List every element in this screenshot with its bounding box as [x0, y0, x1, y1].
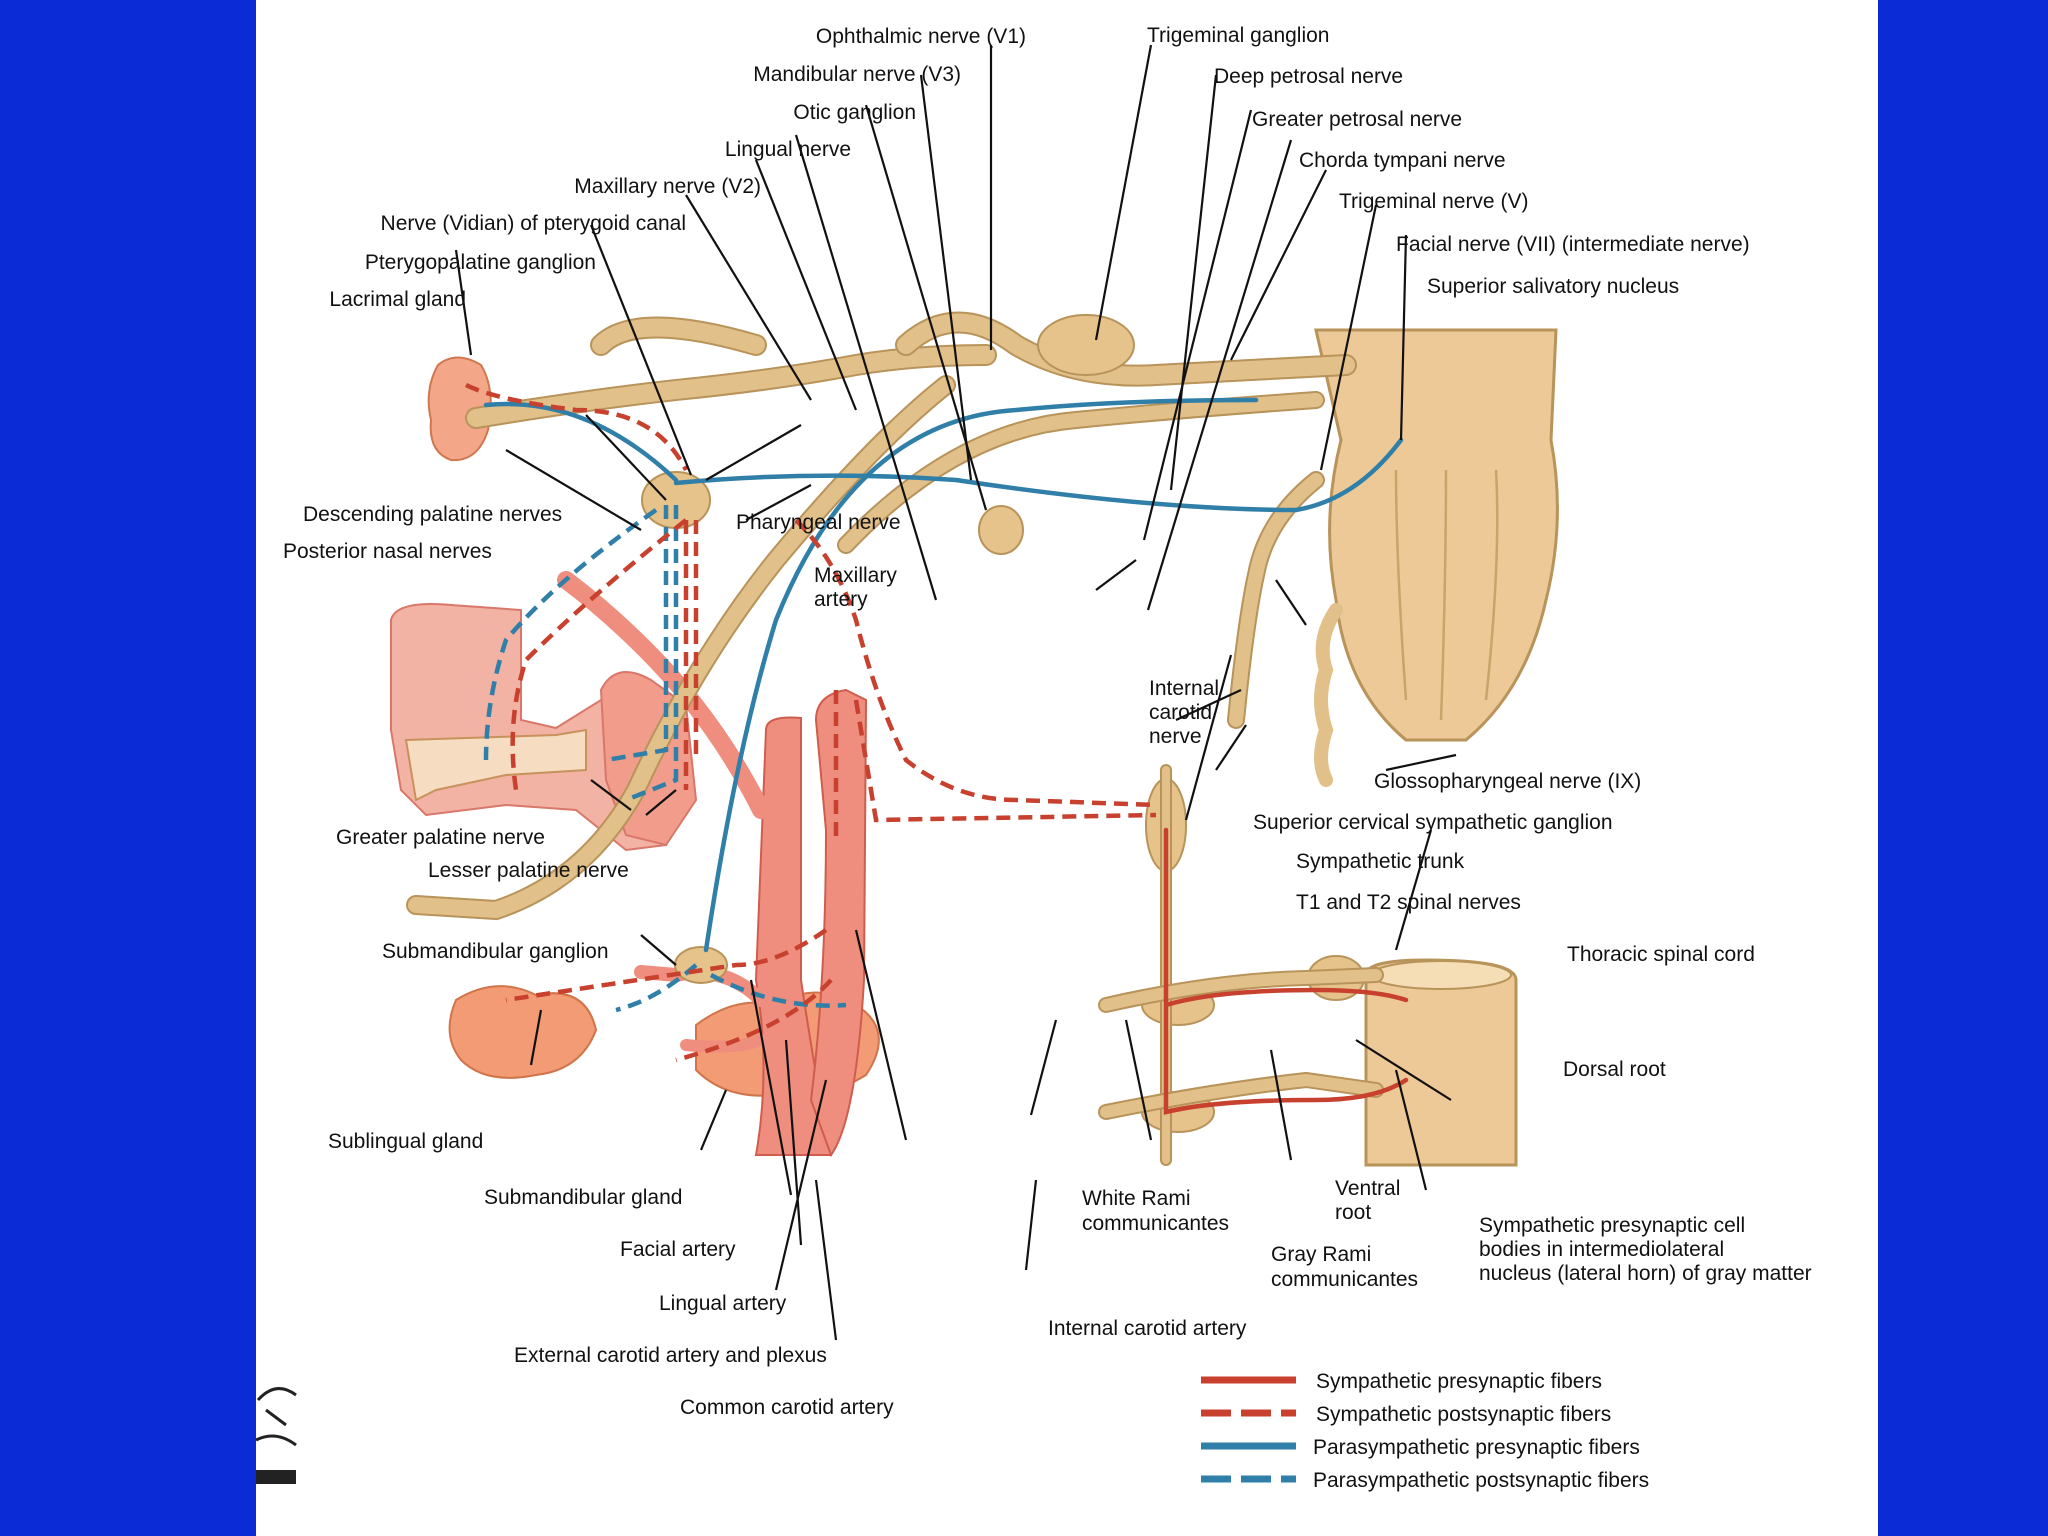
symp-post-fiber-nasal — [510, 518, 688, 791]
label-white-rami-1: White Rami — [1082, 1187, 1191, 1210]
label-superior-cervical-ganglion: Superior cervical sympathetic ganglion — [1253, 811, 1613, 834]
label-posterior-nasal-nerves: Posterior nasal nerves — [283, 540, 492, 563]
sublingual-gland-shape — [448, 985, 598, 1079]
lacrimal-gland-shape — [427, 356, 492, 462]
label-thoracic-spinal-cord: Thoracic spinal cord — [1567, 943, 1755, 966]
thoracic-cord-shape — [1364, 958, 1518, 1167]
label-sublingual-gland: Sublingual gland — [328, 1130, 483, 1153]
anatomy-illustration — [390, 311, 1559, 1167]
label-dorsal-root: Dorsal root — [1563, 1058, 1666, 1081]
label-maxillary-artery-1: Maxillary — [814, 564, 897, 587]
label-t1-t2-spinal-nerves: T1 and T2 spinal nerves — [1296, 891, 1521, 914]
label-presynaptic-cell-bodies-2: bodies in intermediolateral — [1479, 1238, 1724, 1261]
label-common-carotid-artery: Common carotid artery — [680, 1396, 894, 1419]
label-trigeminal-nerve: Trigeminal nerve (V) — [1339, 190, 1528, 213]
label-maxillary-artery-2: artery — [814, 588, 868, 611]
label-glossopharyngeal-nerve: Glossopharyngeal nerve (IX) — [1374, 770, 1641, 793]
label-presynaptic-cell-bodies-1: Sympathetic presynaptic cell — [1479, 1214, 1745, 1237]
lingual-artery-shape — [680, 1034, 767, 1053]
label-internal-carotid-nerve-3: nerve — [1149, 725, 1202, 748]
legend-label: Sympathetic postsynaptic fibers — [1316, 1403, 1611, 1426]
legend-label: Parasympathetic postsynaptic fibers — [1313, 1469, 1649, 1492]
label-internal-carotid-artery: Internal carotid artery — [1048, 1317, 1247, 1340]
nasal-palate-region — [390, 603, 667, 852]
label-greater-palatine-nerve: Greater palatine nerve — [336, 826, 545, 849]
label-trigeminal-ganglion: Trigeminal ganglion — [1147, 24, 1330, 47]
label-internal-carotid-nerve-1: Internal — [1149, 677, 1219, 700]
palate-bone — [404, 728, 587, 802]
label-maxillary-nerve: Maxillary nerve (V2) — [574, 175, 761, 198]
symp-pre-fiber-trunk — [1163, 827, 1409, 1115]
label-submandibular-gland: Submandibular gland — [484, 1186, 682, 1209]
label-internal-carotid-nerve-2: carotid — [1149, 701, 1212, 724]
label-pterygopalatine-ganglion: Pterygopalatine ganglion — [365, 251, 596, 274]
brainstem-shape — [1314, 328, 1559, 742]
label-mandibular-nerve: Mandibular nerve (V3) — [753, 63, 961, 86]
label-external-carotid-artery: External carotid artery and plexus — [514, 1344, 827, 1367]
label-lingual-artery: Lingual artery — [659, 1292, 787, 1315]
label-facial-artery: Facial artery — [620, 1238, 736, 1261]
label-pharyngeal-nerve: Pharyngeal nerve — [736, 511, 901, 534]
palatine-para-post-fiber — [605, 505, 679, 803]
glossopharyngeal-ganglion-chain — [1314, 603, 1343, 787]
label-chorda-tympani-nerve: Chorda tympani nerve — [1299, 149, 1506, 172]
legend: Sympathetic presynaptic fibers Sympathet… — [1201, 1370, 1649, 1492]
label-white-rami-2: communicantes — [1082, 1212, 1229, 1235]
lacrimal-para-post-fiber — [483, 401, 679, 483]
autonomic-pathways-diagram: Ophthalmic nerve (V1) Mandibular nerve (… — [256, 24, 1812, 1492]
label-submandibular-ganglion: Submandibular ganglion — [382, 940, 609, 963]
symp-post-fiber-carotid — [833, 690, 1157, 840]
symp-post-fiber-glands — [505, 928, 833, 1063]
label-ophthalmic-nerve: Ophthalmic nerve (V1) — [816, 25, 1026, 48]
artist-signature — [256, 1387, 297, 1484]
label-vidian-nerve: Nerve (Vidian) of pterygoid canal — [381, 212, 686, 235]
label-otic-ganglion: Otic ganglion — [793, 101, 916, 124]
symp-post-fiber-head — [794, 518, 1157, 808]
symp-post-fiber-lacrimal — [464, 382, 689, 472]
maxillary-artery-shape — [557, 571, 770, 819]
label-deep-petrosal-nerve: Deep petrosal nerve — [1214, 65, 1403, 88]
otic-ganglion-shape — [978, 505, 1024, 555]
internal-carotid-shape — [809, 688, 868, 1158]
trigeminal-ganglion-shape — [1037, 314, 1135, 376]
label-sympathetic-trunk: Sympathetic trunk — [1296, 850, 1465, 873]
legend-item-sympathetic-postsynaptic: Sympathetic postsynaptic fibers — [1201, 1403, 1611, 1426]
label-ventral-root-1: Ventral — [1335, 1177, 1400, 1200]
label-gray-rami-1: Gray Rami — [1271, 1243, 1371, 1266]
facial-para-pre-fiber — [673, 437, 1404, 513]
label-ventral-root-2: root — [1335, 1201, 1371, 1224]
label-greater-petrosal-nerve: Greater petrosal nerve — [1252, 108, 1462, 131]
legend-label: Parasympathetic presynaptic fibers — [1313, 1436, 1640, 1459]
label-facial-nerve: Facial nerve (VII) (intermediate nerve) — [1396, 233, 1750, 256]
labels: Ophthalmic nerve (V1) Mandibular nerve (… — [283, 24, 1812, 1419]
leader-lines — [454, 44, 1457, 1341]
legend-item-parasympathetic-postsynaptic: Parasympathetic postsynaptic fibers — [1201, 1469, 1649, 1492]
label-superior-salivatory-nucleus: Superior salivatory nucleus — [1427, 275, 1679, 298]
symp-post-fiber-palate — [683, 520, 699, 790]
submand-para-post-fiber — [615, 963, 847, 1013]
legend-label: Sympathetic presynaptic fibers — [1316, 1370, 1602, 1393]
label-presynaptic-cell-bodies-3: nucleus (lateral horn) of gray matter — [1479, 1262, 1812, 1285]
chorda-para-fiber — [703, 397, 1259, 953]
legend-item-sympathetic-presynaptic: Sympathetic presynaptic fibers — [1201, 1370, 1602, 1393]
label-gray-rami-2: communicantes — [1271, 1268, 1418, 1291]
label-lesser-palatine-nerve: Lesser palatine nerve — [428, 859, 629, 882]
label-lingual-nerve: Lingual nerve — [725, 138, 851, 161]
legend-item-parasympathetic-presynaptic: Parasympathetic presynaptic fibers — [1201, 1436, 1640, 1459]
label-lacrimal-gland: Lacrimal gland — [329, 288, 466, 311]
slide: Ophthalmic nerve (V1) Mandibular nerve (… — [256, 0, 1878, 1536]
label-descending-palatine-nerves: Descending palatine nerves — [303, 503, 562, 526]
